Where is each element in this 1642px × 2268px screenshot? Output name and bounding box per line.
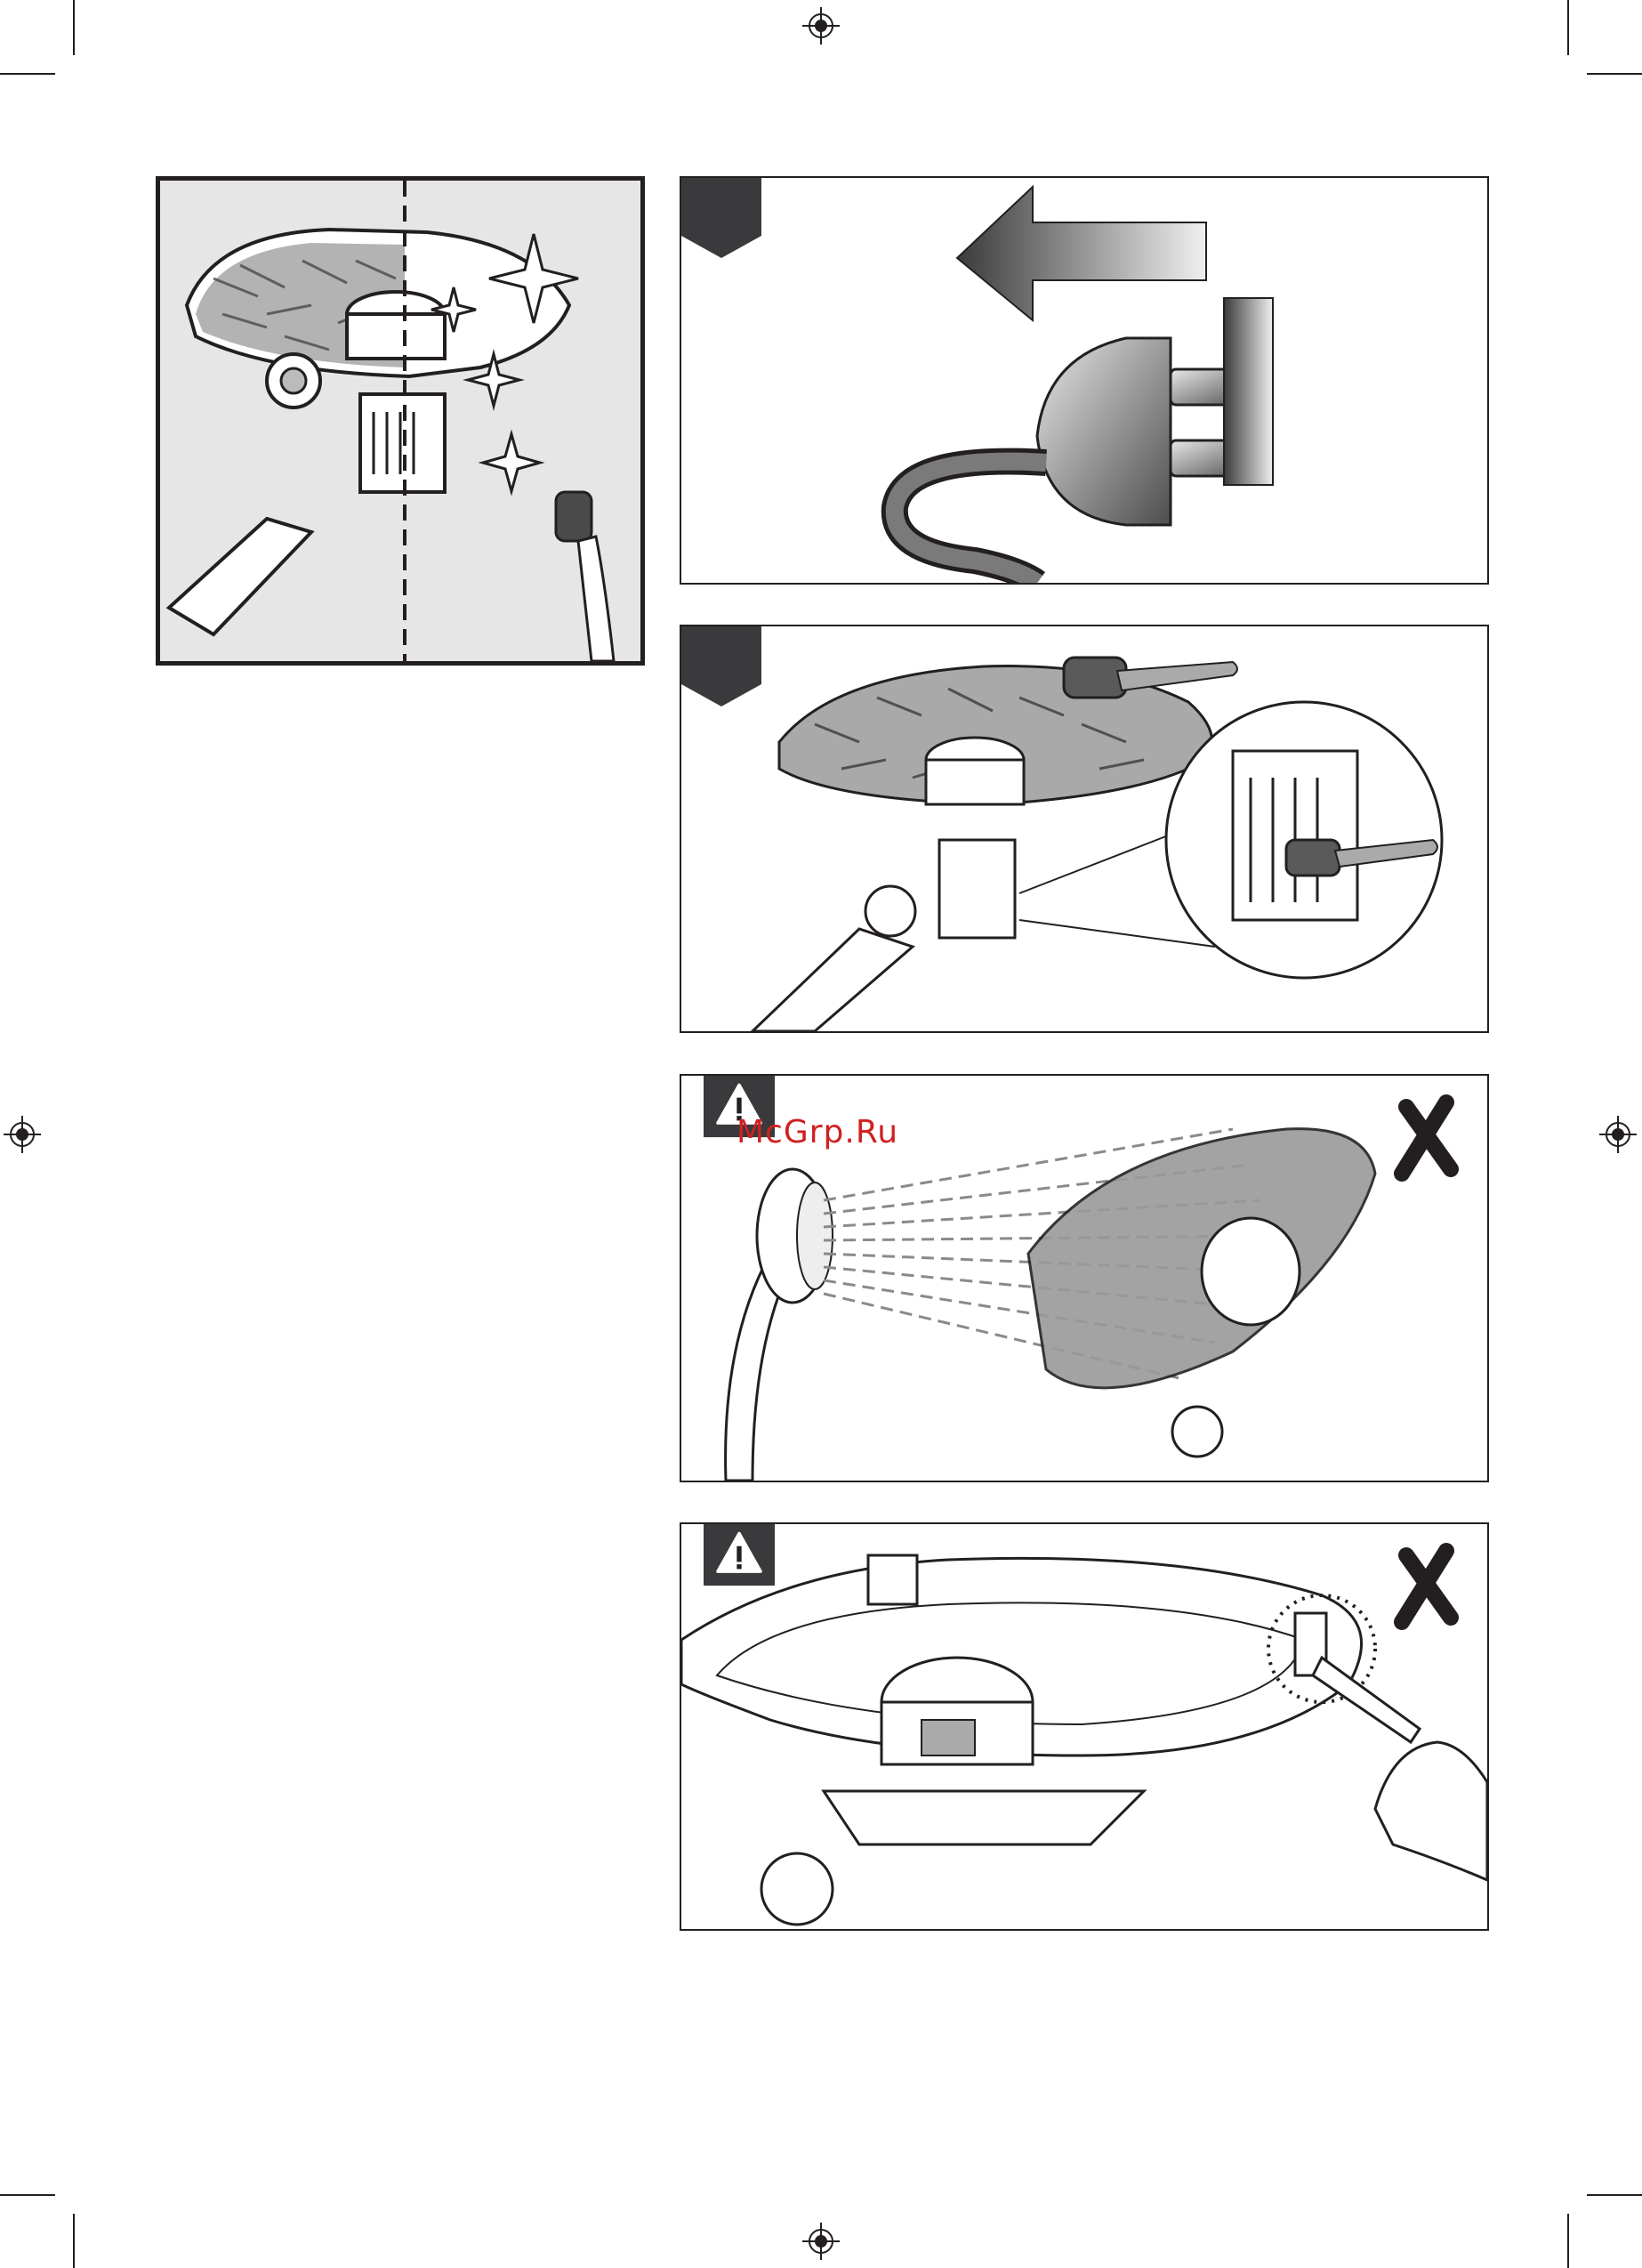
crop-mark — [1587, 2194, 1642, 2196]
crop-mark — [1567, 2214, 1569, 2268]
crop-mark — [0, 73, 55, 75]
registration-mark-icon — [4, 1116, 41, 1153]
step-tab-icon — [681, 178, 761, 258]
cross-icon — [1402, 1102, 1451, 1174]
watermark-text: McGrp.Ru — [736, 1114, 898, 1150]
registration-mark-icon — [802, 2223, 840, 2260]
step-tab-icon — [681, 626, 761, 706]
crop-mark — [73, 2214, 75, 2268]
overview-panel — [156, 176, 645, 666]
vacuum-filter-icon — [681, 626, 1487, 1031]
warning-icon — [699, 1522, 779, 1594]
brush-clean-panel — [680, 625, 1489, 1033]
brush-icon — [556, 492, 614, 661]
registration-mark-icon — [1599, 1116, 1637, 1153]
crop-mark — [0, 2194, 55, 2196]
hand-tool-icon — [681, 1524, 1487, 1929]
registration-mark-icon — [802, 7, 840, 44]
vacuum-filter-icon — [160, 181, 640, 661]
crop-mark — [73, 0, 75, 55]
power-plug-icon — [681, 178, 1487, 583]
crop-mark — [1587, 73, 1642, 75]
arrow-left-icon — [957, 187, 1206, 320]
crop-mark — [1567, 0, 1569, 55]
socket-icon — [1224, 298, 1273, 485]
unplug-panel — [680, 176, 1489, 585]
cross-icon — [1402, 1551, 1451, 1622]
warning-tool-panel — [680, 1522, 1489, 1931]
